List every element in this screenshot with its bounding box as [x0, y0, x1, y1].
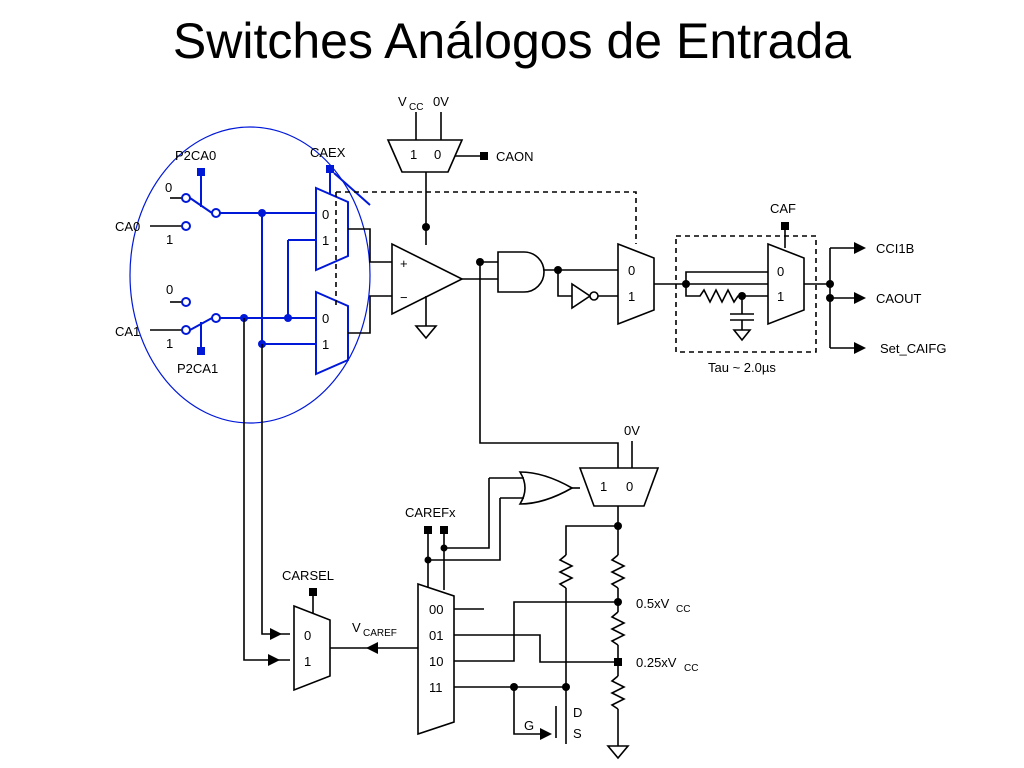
rc-filter: CAF Tau ~ 2.0µs 0 1 [675, 201, 817, 375]
selector-11: 11 [429, 680, 443, 695]
switch1-pos0: 0 [166, 282, 173, 297]
comparator-plus: + [400, 256, 408, 271]
page-title: Switches Análogos de Entrada [172, 13, 852, 69]
mux-c [617, 242, 655, 326]
comparator: + − [391, 242, 498, 340]
switch0-pos0: 0 [165, 180, 172, 195]
set-caifg-label: Set_CAIFG [880, 341, 946, 356]
power-mux-input-1: 1 [410, 147, 417, 162]
fet-drain-label: D [573, 705, 582, 720]
comparator-minus: − [400, 290, 408, 305]
vcaref-sub-label: CAREF [363, 628, 397, 639]
selector-01: 01 [429, 628, 443, 643]
inverter [571, 282, 592, 310]
reference-section: 0V 1 0 CAREFx 0.5xV CC 0.25xV CC [330, 423, 698, 760]
quarter-vcc-label: 0.25xV [636, 655, 677, 670]
mux-c-input-0: 0 [628, 263, 635, 278]
p2ca0-label: P2CA0 [175, 148, 216, 163]
carsel-input-0: 0 [304, 628, 311, 643]
caout-label: CAOUT [876, 291, 922, 306]
ca1-label: CA1 [115, 324, 140, 339]
tau-label: Tau ~ 2.0µs [708, 360, 776, 375]
fet-source-label: S [573, 726, 582, 741]
vcc-sub-label: CC [409, 102, 423, 113]
carsel-input-1: 1 [304, 654, 311, 669]
mux-a-input-0: 0 [322, 207, 329, 222]
mux-r [578, 467, 660, 507]
half-vcc-label: 0.5xV [636, 596, 670, 611]
mux-b-input-0: 0 [322, 311, 329, 326]
or-gate [518, 471, 574, 505]
mux-r-input-0: 0 [626, 479, 633, 494]
caf-label: CAF [770, 201, 796, 216]
input-switch-region: P2CA0 CAEX 0 CA0 1 0 CA1 1 P [115, 126, 392, 424]
half-vcc-sub-label: CC [676, 604, 690, 615]
ca0-label: CA0 [115, 219, 140, 234]
zero-v-mid-label: 0V [624, 423, 640, 438]
mux-s [417, 582, 455, 736]
vcc-label: V [398, 94, 407, 109]
mux-r-input-1: 1 [600, 479, 607, 494]
selector-10: 10 [429, 654, 443, 669]
fet-gate-label: G [524, 718, 534, 733]
quarter-vcc-sub-label: CC [684, 663, 698, 674]
caex-label: CAEX [310, 145, 346, 160]
switch0-pos1: 1 [166, 232, 173, 247]
mux-b-input-1: 1 [322, 337, 329, 352]
mux-a-input-1: 1 [322, 233, 329, 248]
selector-00: 00 [429, 602, 443, 617]
and-gate [497, 251, 545, 293]
power-mux-input-0: 0 [434, 147, 441, 162]
carefx-label: CAREFx [405, 505, 456, 520]
switch1-pos1: 1 [166, 336, 173, 351]
p2ca1-label: P2CA1 [177, 361, 218, 376]
caon-label: CAON [496, 149, 534, 164]
mux-f-input-0: 0 [777, 264, 784, 279]
carsel-mux: CARSEL 0 1 [282, 568, 334, 692]
power-mux: V CC 0V 1 0 CAON [386, 94, 534, 245]
cci1b-label: CCI1B [876, 241, 914, 256]
mux-f-input-1: 1 [777, 289, 784, 304]
vcaref-label: V [352, 620, 361, 635]
mux-c-input-1: 1 [628, 289, 635, 304]
carsel-label: CARSEL [282, 568, 334, 583]
zero-v-top-label: 0V [433, 94, 449, 109]
